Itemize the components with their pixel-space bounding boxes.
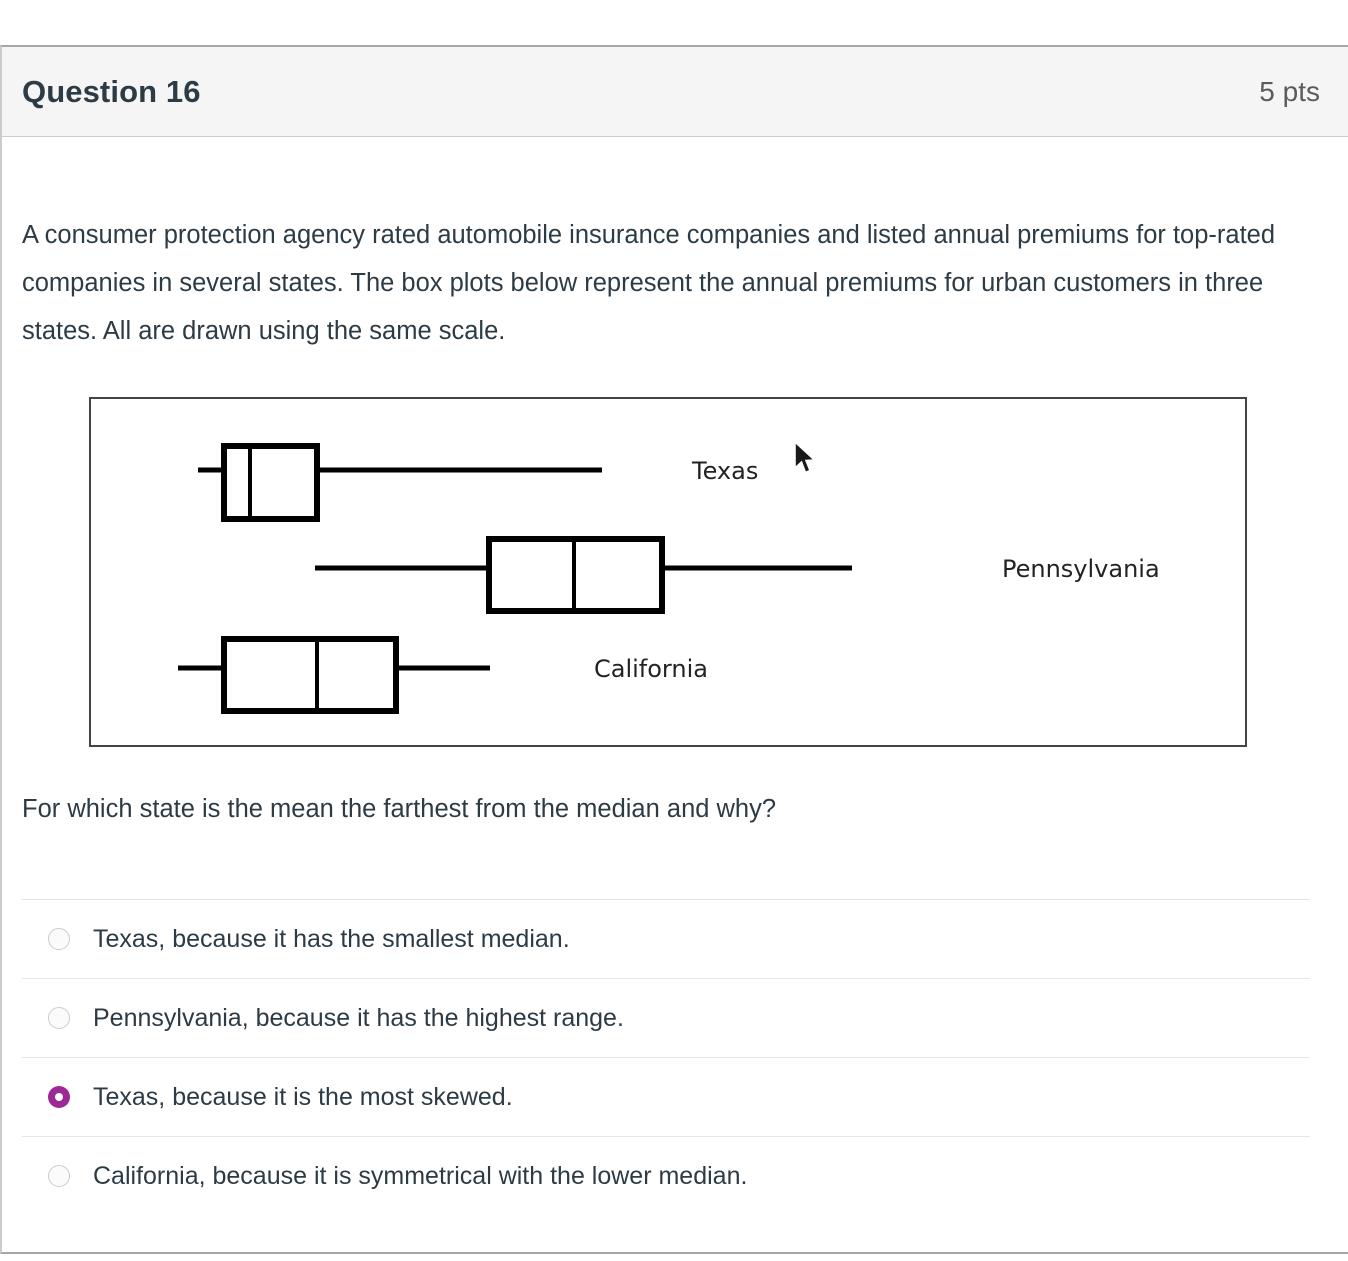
question-prompt: For which state is the mean the farthest…: [22, 794, 777, 823]
answer-label-a: Texas, because it has the smallest media…: [93, 924, 570, 953]
answer-option-d[interactable]: California, because it is symmetrical wi…: [22, 1135, 1310, 1215]
radio-button-a[interactable]: [48, 927, 70, 950]
answer-label-b: Pennsylvania, because it has the highest…: [93, 1003, 624, 1032]
california-box: [221, 635, 399, 714]
boxplot-label-pennsylvania: Pennsylvania: [1002, 555, 1160, 583]
question-body: A consumer protection agency rated autom…: [2, 137, 1348, 1215]
boxplot-california: [178, 635, 490, 714]
boxplot-pennsylvania: [315, 535, 852, 614]
boxplot-texas: [198, 442, 602, 522]
answer-option-a[interactable]: Texas, because it has the smallest media…: [22, 898, 1310, 978]
boxplot-label-texas: Texas: [691, 457, 758, 485]
boxplot-label-california: California: [594, 655, 708, 683]
texas-box: [221, 442, 320, 522]
radio-button-b[interactable]: [48, 1006, 70, 1029]
answer-option-c[interactable]: Texas, because it is the most skewed.: [22, 1056, 1310, 1136]
answer-option-b[interactable]: Pennsylvania, because it has the highest…: [22, 977, 1310, 1057]
radio-button-c[interactable]: [48, 1085, 70, 1108]
boxplot-figure: Texas Pennsylvania California: [89, 396, 1247, 747]
points-badge: 5 pts: [1259, 75, 1320, 107]
question-stem: A consumer protection agency rated autom…: [22, 220, 1276, 345]
question-header: Question 16 5 pts: [2, 47, 1348, 137]
answer-label-d: California, because it is symmetrical wi…: [93, 1161, 748, 1190]
answer-label-c: Texas, because it is the most skewed.: [93, 1082, 513, 1111]
answer-options-list: Texas, because it has the smallest media…: [22, 898, 1328, 1215]
page-title: Question 16: [22, 73, 201, 109]
boxplot-svg: Texas Pennsylvania California: [178, 442, 1160, 714]
question-container: Question 16 5 pts A consumer protection …: [0, 45, 1348, 1254]
radio-button-d[interactable]: [48, 1164, 70, 1187]
